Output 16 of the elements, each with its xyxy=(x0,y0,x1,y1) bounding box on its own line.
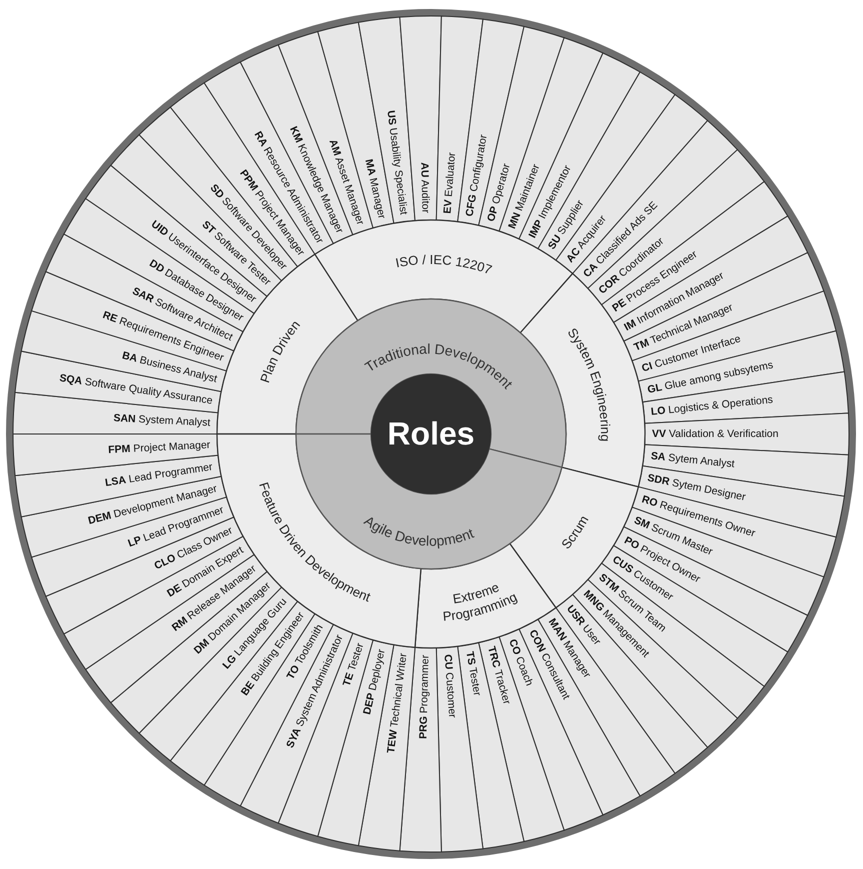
segment-label: ISO / IEC 12207 xyxy=(394,252,494,278)
role-label: SA Sytem Analyst xyxy=(650,450,736,470)
role-label: TEWTechnical Writer xyxy=(384,652,410,754)
role-segment xyxy=(436,646,484,852)
center-label: Roles xyxy=(387,415,475,452)
role-label: LO Logistics & Operations xyxy=(650,394,774,418)
role-label: SAN System Analyst xyxy=(113,412,211,429)
role-label: PRG Programmer xyxy=(417,654,432,740)
role-label: VV Validation & Verification xyxy=(652,428,778,440)
role-label: TSTester xyxy=(464,650,484,697)
role-label: LSA Lead Programmer xyxy=(104,460,214,489)
role-label: CU Customer xyxy=(442,654,458,718)
ring-label: Agile Development xyxy=(361,512,476,549)
role-label: FPM Project Manager xyxy=(108,438,211,456)
role-label: AU Auditor xyxy=(418,162,432,214)
role-label: EV Evaluator xyxy=(441,152,458,214)
